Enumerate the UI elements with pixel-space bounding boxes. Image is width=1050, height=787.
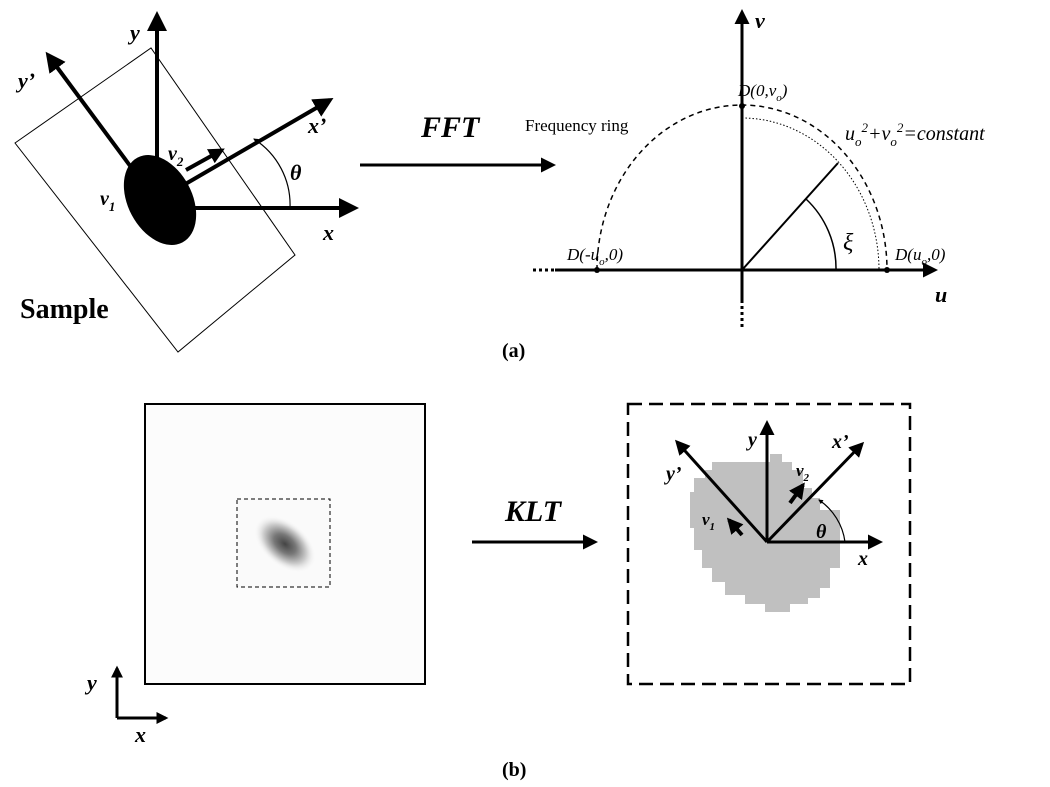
axis-yp-label: y’	[15, 68, 35, 93]
result-axis-x-label: x	[857, 548, 868, 570]
result-axis-y-label: y	[746, 429, 757, 451]
fft-label: FFT	[420, 111, 481, 144]
result-angle-arc	[818, 499, 846, 543]
result-axis-yp-arrow	[674, 439, 769, 544]
angle-theta-label: θ	[290, 160, 302, 185]
result-vector-v1-label: v1	[702, 510, 715, 533]
point-top	[739, 103, 745, 109]
point-top-label: D(0,vo)	[737, 81, 788, 104]
sample-rectangle	[14, 47, 296, 353]
klt-label: KLT	[504, 495, 563, 528]
v-axis-label: v	[755, 8, 765, 33]
ring-equation: uo2+vo2=constant	[845, 120, 985, 149]
result-axis-yp-label: y’	[664, 463, 682, 485]
axis-y-label: y	[127, 20, 140, 45]
klt-result: y x x’ y’ θ v2 v1	[626, 402, 912, 686]
intensity-blob	[254, 515, 316, 573]
angle-xi-arc	[805, 198, 837, 271]
axis-yp-arrow	[45, 51, 147, 188]
axis-x-label: x	[322, 220, 334, 245]
axis-xp-label: x’	[307, 113, 326, 138]
frequency-spectrum: v u Frequency ring ξ D(0,vo) D(-uo,0) D(…	[525, 8, 985, 328]
inner-ring-dotted	[741, 117, 880, 271]
coordinate-indicator: y x	[84, 665, 169, 747]
result-angle-label: θ	[816, 521, 827, 543]
result-vector-v1-arrow	[726, 517, 744, 537]
fft-transform: FFT	[360, 111, 556, 173]
point-left	[594, 267, 600, 273]
result-frame	[626, 402, 912, 686]
result-vector-v2-label: v2	[796, 461, 810, 484]
image-frame	[144, 403, 426, 685]
vector-v1-label: v1	[100, 188, 115, 214]
point-right	[884, 267, 890, 273]
caption-a: (a)	[502, 340, 525, 362]
frequency-ring-label: Frequency ring	[525, 116, 629, 135]
result-axis-xp-label: x’	[831, 431, 849, 453]
result-vector-v2-arrow	[788, 482, 805, 505]
klt-transform: KLT	[472, 495, 598, 550]
u-axis-label: u	[935, 282, 947, 307]
vector-v2-label: v2	[168, 143, 184, 169]
coord-y-label: y	[84, 670, 97, 695]
sample-ellipse	[123, 155, 197, 245]
angle-theta-arc	[253, 138, 291, 209]
radius-line	[741, 162, 839, 271]
coord-x-label: x	[134, 722, 146, 747]
angle-xi-label: ξ	[843, 230, 854, 256]
sample-diagram: y x x’ y’ θ v2 v1 Sample	[14, 11, 359, 353]
vector-v2-arrow	[185, 148, 225, 172]
caption-b: (b)	[502, 759, 526, 781]
point-left-label: D(-uo,0)	[566, 245, 623, 268]
point-right-label: D(uo,0)	[894, 245, 946, 268]
result-axis-xp-arrow	[765, 441, 865, 544]
sample-label: Sample	[20, 294, 109, 325]
